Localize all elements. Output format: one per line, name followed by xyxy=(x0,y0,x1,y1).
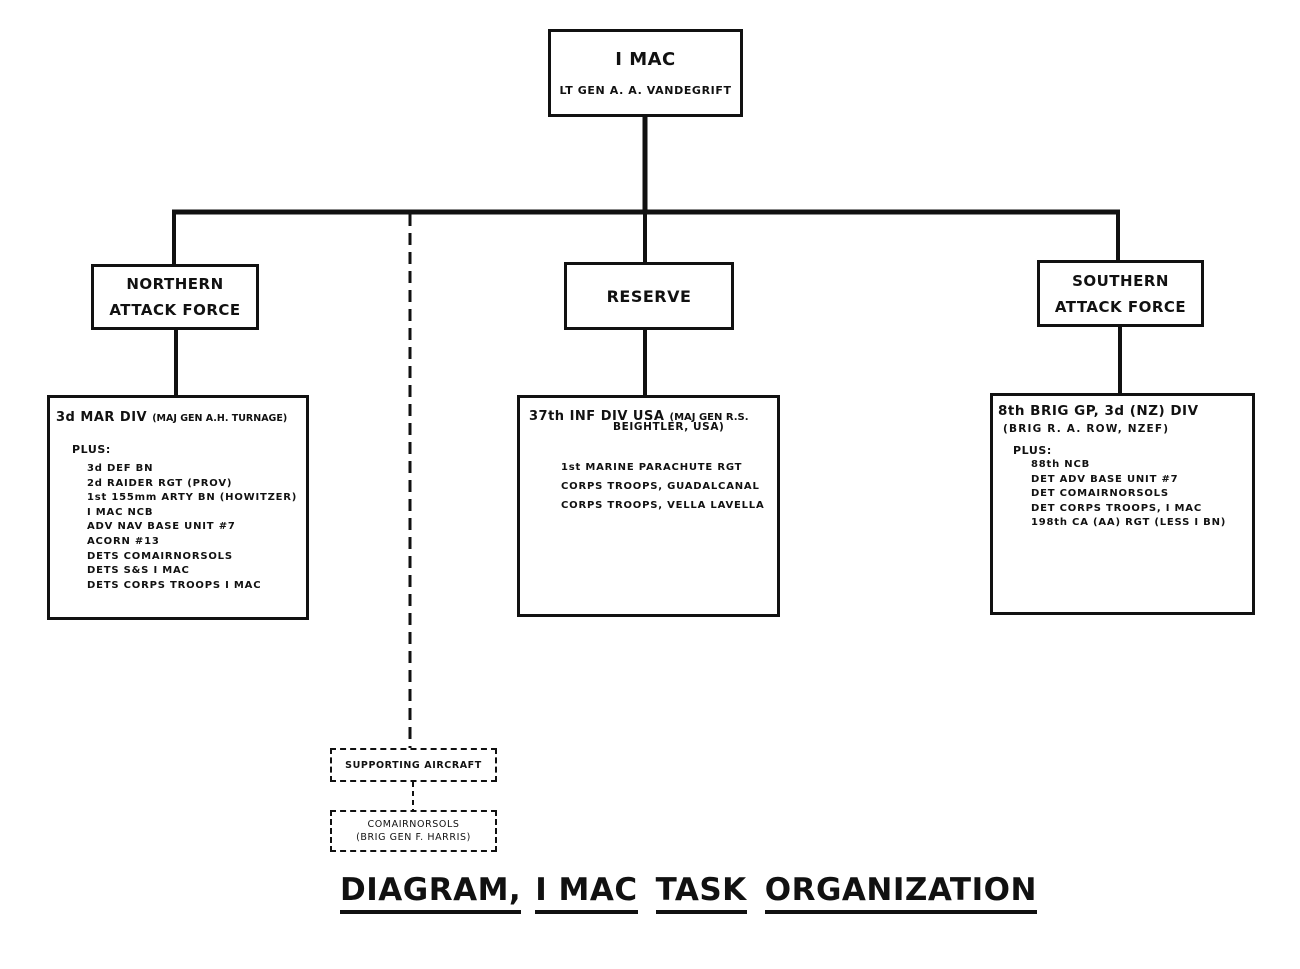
reserve-unit-title: 37th INF DIV USA xyxy=(529,409,665,424)
list-item: DET CORPS TROOPS, I MAC xyxy=(1031,502,1202,514)
list-item: 3d DEF BN xyxy=(87,463,154,474)
list-item: 1st MARINE PARACHUTE RGT xyxy=(561,462,743,473)
reserve-unit-commander-line1: (MAJ GEN R.S. xyxy=(669,412,749,423)
list-item: CORPS TROOPS, VELLA LAVELLA xyxy=(561,500,765,511)
comairnorsols-box: COMAIRNORSOLS (BRIG GEN F. HARRIS) xyxy=(330,810,497,852)
thirty-seventh-infantry-division-box: 37th INF DIV USA (MAJ GEN R.S. BEIGHTLER… xyxy=(517,395,780,617)
eighth-brigade-group-box: 8th BRIG GP, 3d (NZ) DIV (BRIG R. A. ROW… xyxy=(990,393,1255,615)
list-item: 88th NCB xyxy=(1031,459,1091,470)
caption-part-4: ORGANIZATION xyxy=(764,872,1037,914)
southern-items-list: 88th NCB DET ADV BASE UNIT #7 DET COMAIR… xyxy=(1031,458,1226,531)
list-item: ACORN #13 xyxy=(87,535,160,547)
list-item: ADV NAV BASE UNIT #7 xyxy=(87,521,236,533)
list-item: CORPS TROOPS, GUADALCANAL xyxy=(561,481,760,492)
southern-unit-commander: (BRIG R. A. ROW, NZEF) xyxy=(1003,423,1170,435)
supporting-aircraft-box: SUPPORTING AIRCRAFT xyxy=(330,748,497,782)
list-item: 1st 155mm ARTY BN (HOWITZER) xyxy=(87,492,298,504)
northern-label-line2: ATTACK FORCE xyxy=(109,301,241,319)
southern-unit-title: 8th BRIG GP, 3d (NZ) DIV xyxy=(998,403,1199,419)
imac-title: I MAC xyxy=(615,49,676,70)
list-item: 198th CA (AA) RGT (LESS I BN) xyxy=(1031,517,1227,529)
northern-attack-force-box: NORTHERN ATTACK FORCE xyxy=(91,264,259,330)
list-item: DETS S&S I MAC xyxy=(87,565,190,577)
list-item: 2d RAIDER RGT (PROV) xyxy=(87,477,233,489)
third-marine-division-box: 3d MAR DIV (MAJ GEN A.H. TURNAGE) PLUS: … xyxy=(47,395,309,620)
reserve-unit-commander-line2: BEIGHTLER, USA) xyxy=(613,421,725,433)
comairnorsols-label: COMAIRNORSOLS xyxy=(367,819,460,830)
reserve-label: RESERVE xyxy=(606,286,692,306)
northern-label-line1: NORTHERN xyxy=(126,275,224,293)
comairnorsols-commander: (BRIG GEN F. HARRIS) xyxy=(356,832,471,843)
northern-unit-title: 3d MAR DIV xyxy=(56,410,148,425)
supporting-aircraft-label: SUPPORTING AIRCRAFT xyxy=(345,759,482,771)
northern-unit-commander: (MAJ GEN A.H. TURNAGE) xyxy=(152,413,288,424)
caption-part-2: I MAC xyxy=(535,872,638,914)
caption-part-3: TASK xyxy=(655,872,747,914)
reserve-box: RESERVE xyxy=(564,262,734,330)
southern-label-line2: ATTACK FORCE xyxy=(1054,297,1187,316)
list-item: DET ADV BASE UNIT #7 xyxy=(1031,473,1179,485)
list-item: DETS COMAIRNORSOLS xyxy=(87,550,233,562)
list-item: I MAC NCB xyxy=(87,506,154,518)
list-item: DETS CORPS TROOPS I MAC xyxy=(87,579,262,591)
southern-plus-label: PLUS: xyxy=(1013,444,1052,457)
caption-part-1: DIAGRAM, xyxy=(340,872,522,914)
reserve-items-list: 1st MARINE PARACHUTE RGT CORPS TROOPS, G… xyxy=(561,458,765,515)
imac-box: I MAC LT GEN A. A. VANDEGRIFT xyxy=(548,29,743,117)
southern-label-line1: SOUTHERN xyxy=(1072,271,1169,290)
southern-attack-force-box: SOUTHERN ATTACK FORCE xyxy=(1037,260,1204,327)
imac-commander: LT GEN A. A. VANDEGRIFT xyxy=(559,84,732,97)
list-item: DET COMAIRNORSOLS xyxy=(1031,488,1169,500)
diagram-caption: DIAGRAM, I MAC TASK ORGANIZATION xyxy=(340,872,1037,922)
northern-items-list: 3d DEF BN 2d RAIDER RGT (PROV) 1st 155mm… xyxy=(87,462,297,593)
northern-plus-label: PLUS: xyxy=(72,443,111,456)
